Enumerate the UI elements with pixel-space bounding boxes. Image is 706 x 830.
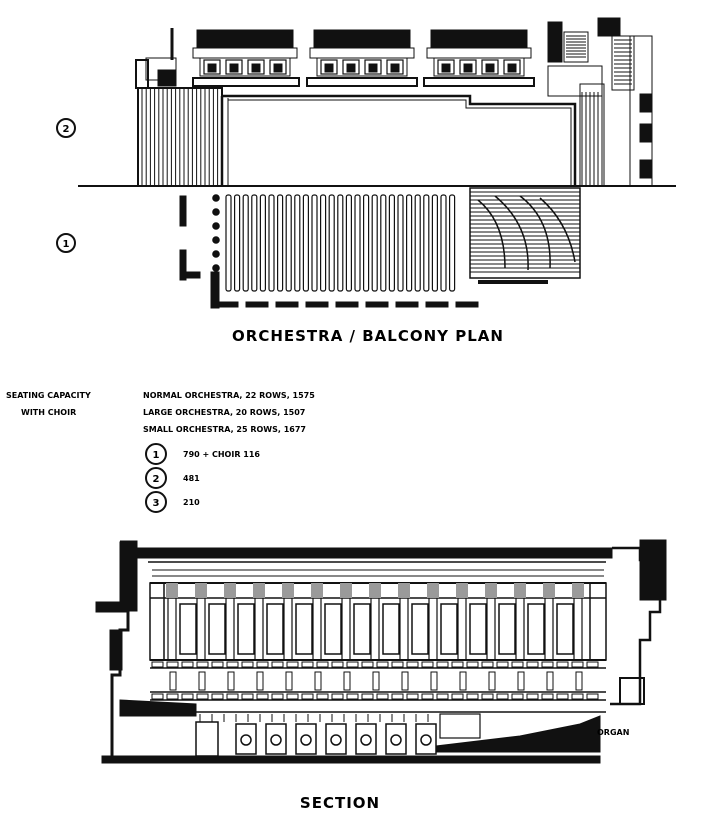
balcony-right-wall: [547, 17, 653, 187]
orchestra-bottom-wall: [215, 301, 479, 308]
orchestra-seating-rows: [225, 194, 456, 292]
svg-text:2: 2: [63, 124, 70, 135]
section-balcony-slope: [119, 699, 197, 717]
section-drawing: [95, 539, 667, 764]
plan-drawing: [78, 17, 676, 309]
section-title: SECTION: [300, 794, 380, 812]
section-ground-line: [101, 755, 601, 764]
balcony-right-stairs: [566, 35, 632, 85]
svg-text:1: 1: [63, 239, 70, 250]
organ-label: ORGAN: [597, 728, 629, 737]
balcony-box-seats: [203, 59, 521, 75]
balcony-left-wall: [135, 28, 177, 89]
seating-row-large: LARGE ORCHESTRA, 20 ROWS, 1507: [143, 408, 305, 417]
balcony-hall-inner-outline: [227, 98, 572, 186]
orchestra-left-wall: [179, 195, 220, 309]
balcony-box-3: [423, 29, 535, 87]
balcony-box-2: [306, 29, 418, 87]
seating-row-small: SMALL ORCHESTRA, 25 ROWS, 1677: [143, 425, 306, 434]
balcony-box-1: [192, 29, 300, 87]
seating-level-3: 3 210: [145, 491, 200, 513]
seating-heading-line1: SEATING CAPACITY: [6, 391, 91, 400]
section-pilasters: [166, 582, 584, 661]
seating-capacity-legend: SEATING CAPACITY WITH CHOIR NORMAL ORCHE…: [6, 391, 315, 513]
orchestra-stage-curves: [477, 195, 576, 271]
svg-text:2: 2: [153, 474, 160, 485]
orchestra-stage-risers: [469, 187, 581, 279]
svg-text:481: 481: [183, 474, 200, 483]
section-lower-openings: [195, 713, 481, 757]
balcony-hall-outline: [220, 94, 577, 186]
level-marker-2: 2: [56, 118, 76, 138]
section-wall-panels: [149, 582, 607, 661]
svg-text:3: 3: [153, 498, 160, 509]
orchestra-column-dots: [212, 194, 220, 272]
seating-level-1: 1 790 + CHOIR 116: [145, 443, 260, 465]
level-marker-1: 1: [56, 233, 76, 253]
balcony-left-seating: [137, 87, 223, 187]
seating-heading-line2: WITH CHOIR: [21, 408, 76, 417]
balcony-right-seating: [581, 92, 603, 186]
seating-level-2: 2 481: [145, 467, 200, 489]
plan-title: ORCHESTRA / BALCONY PLAN: [232, 327, 504, 345]
svg-text:210: 210: [183, 498, 200, 507]
svg-text:790 + CHOIR 116: 790 + CHOIR 116: [183, 450, 260, 459]
section-roof: [135, 547, 613, 559]
section-gallery-boxes: [151, 661, 599, 700]
seating-row-normal: NORMAL ORCHESTRA, 22 ROWS, 1575: [143, 391, 315, 400]
svg-text:1: 1: [153, 450, 160, 461]
orchestra-stage-lines: [470, 191, 580, 273]
